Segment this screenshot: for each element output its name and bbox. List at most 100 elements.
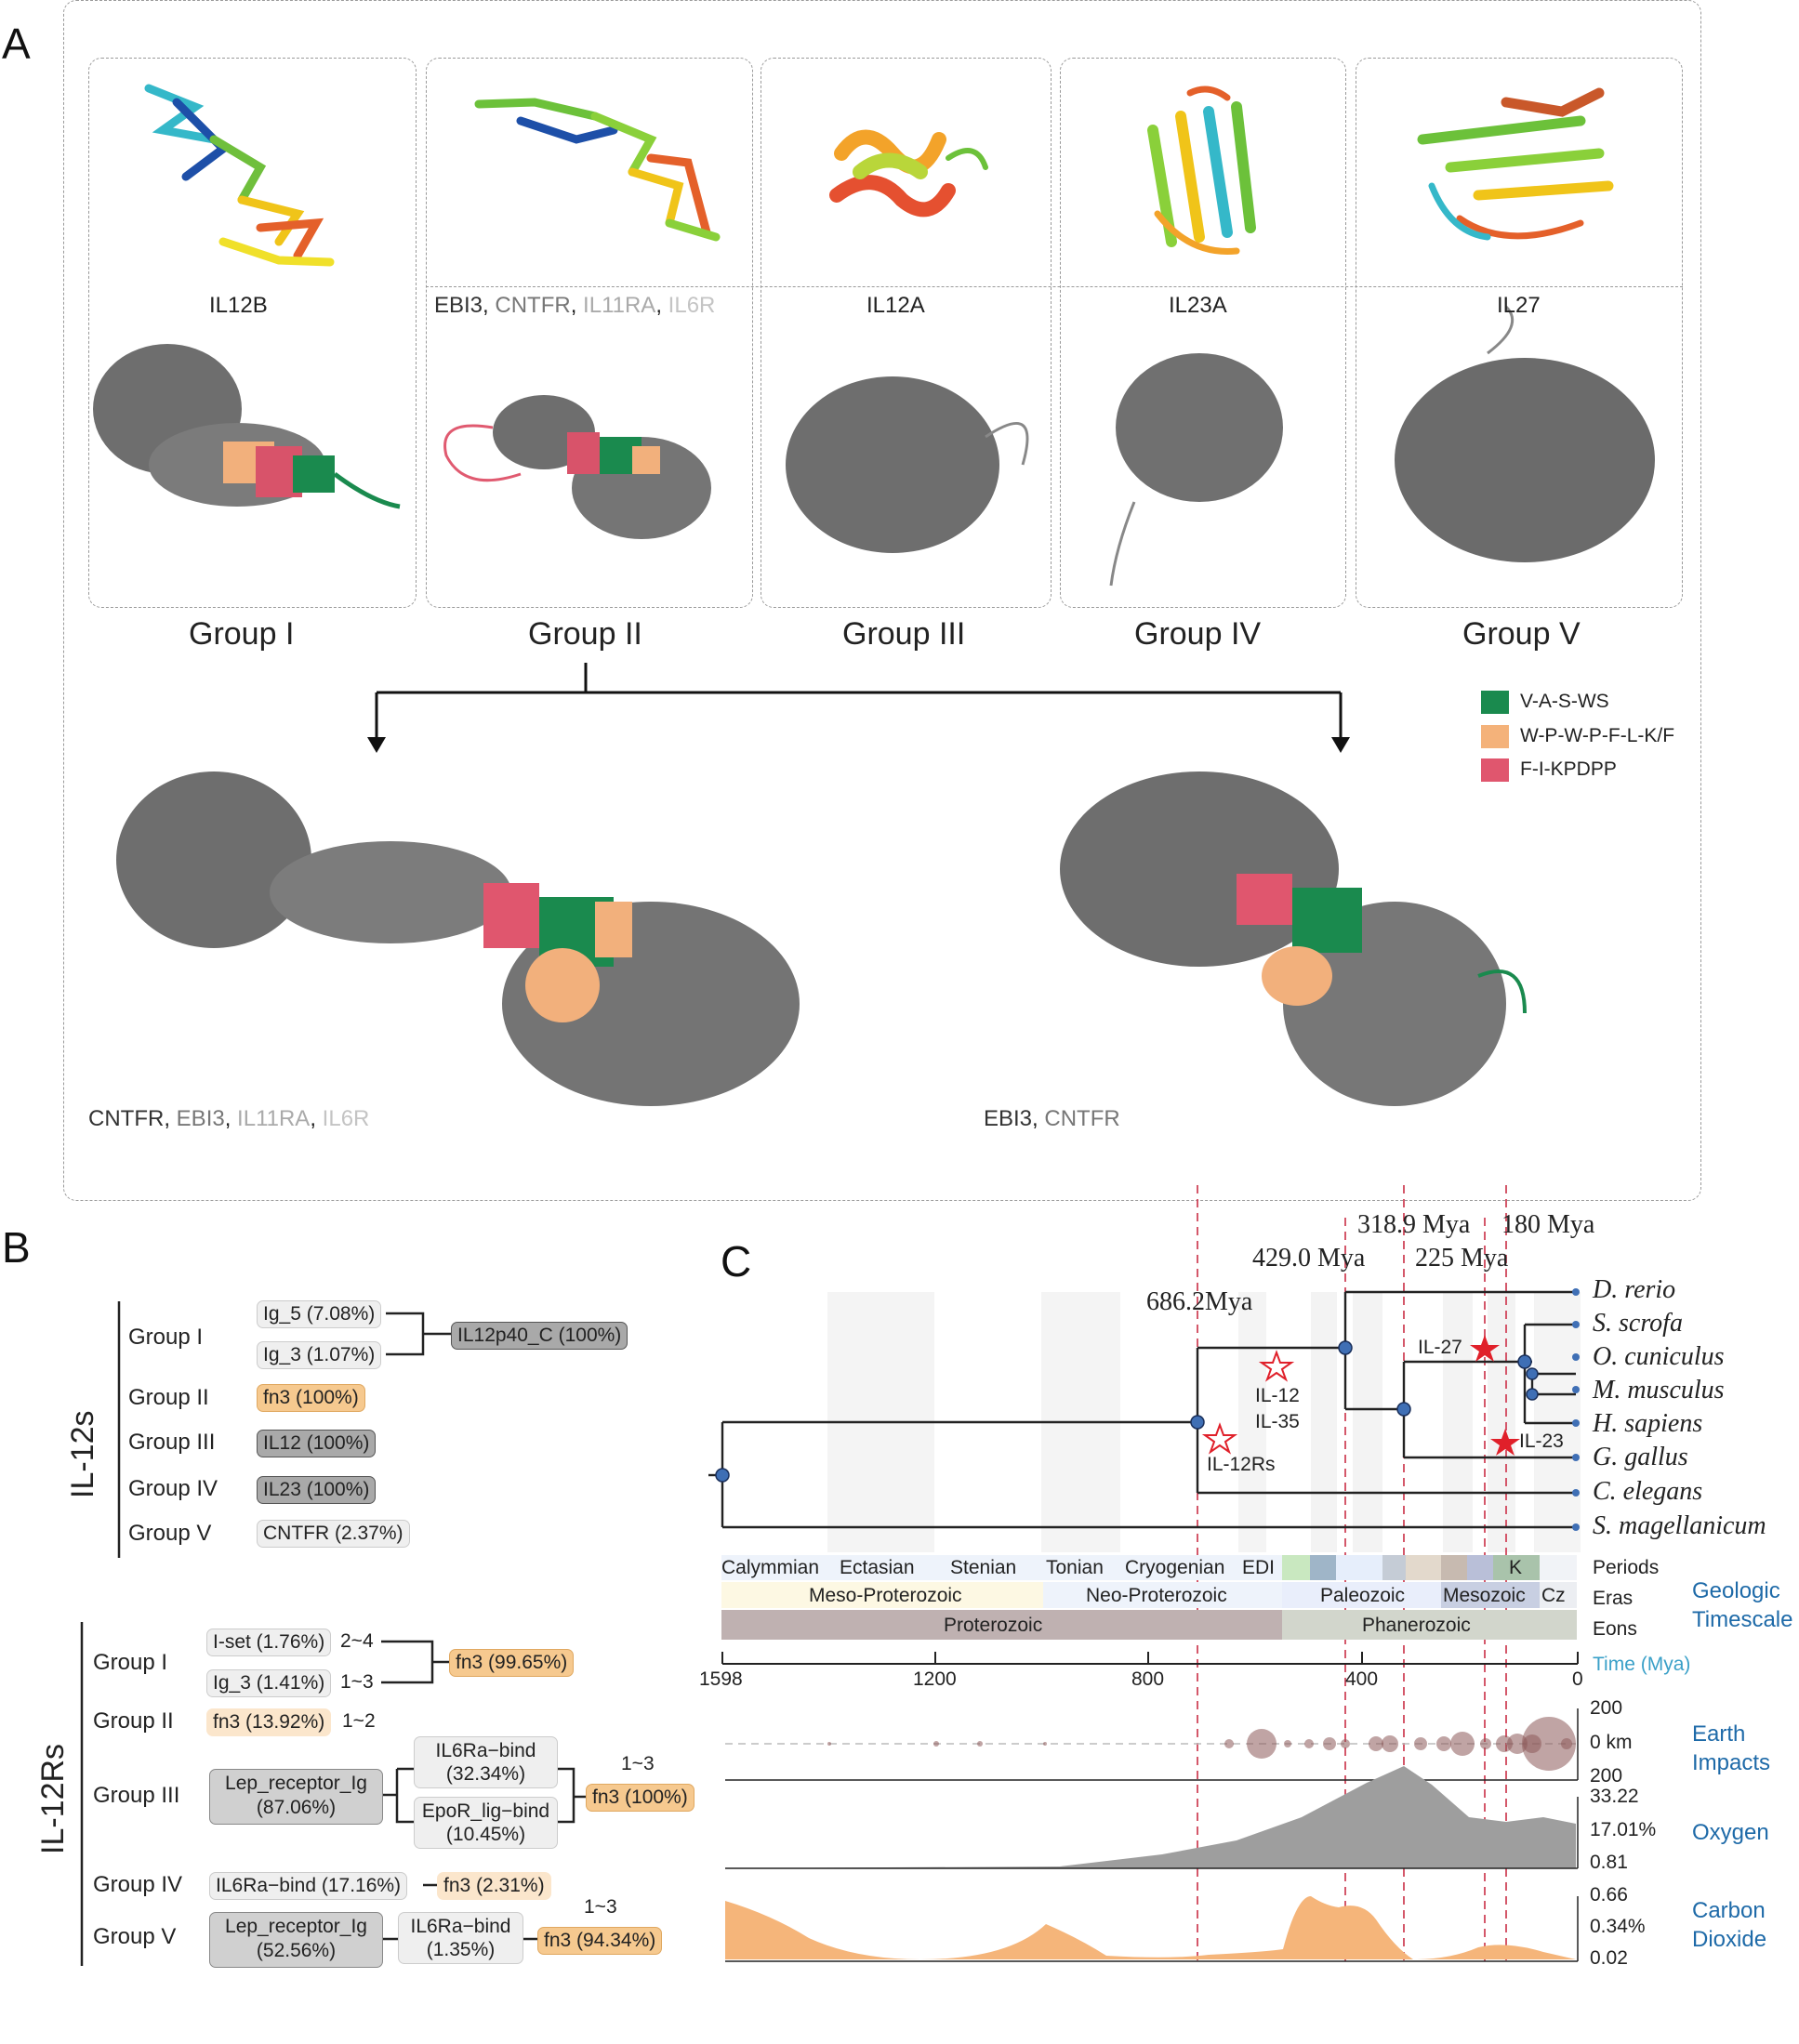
il23a-label: IL23A — [1169, 293, 1227, 318]
node-label-225: 225 Mya — [1415, 1244, 1509, 1273]
panel-b-letter: B — [2, 1223, 31, 1272]
panel-c-letter: C — [721, 1237, 752, 1286]
star-outline-icon — [1258, 1350, 1295, 1382]
il12rs-fn3-domain-g5: fn3 (94.34%) — [537, 1927, 663, 1955]
legend-swatch-orange — [1481, 725, 1509, 748]
period-bands — [827, 1292, 1581, 1552]
il12rs-iset-domain: I-set (1.76%) — [206, 1629, 332, 1656]
axis-tick-800: 800 — [1131, 1668, 1165, 1690]
group2-title: Group II — [528, 616, 642, 652]
il12rs-count-g5: 1~3 — [584, 1896, 617, 1918]
panel-a-letter: A — [2, 20, 31, 68]
axis-tick-1598: 1598 — [699, 1668, 743, 1690]
name-il11ra-left: IL11RA — [237, 1106, 311, 1131]
il12rs-group4-label: Group IV — [93, 1872, 183, 1897]
axis-tick-400: 400 — [1345, 1668, 1379, 1690]
star-filled-icon — [1470, 1335, 1500, 1362]
group3-ensemble — [786, 376, 1029, 553]
period-stenian: Stenian — [950, 1557, 1017, 1578]
il12rs-il6ra-bind-domain-g5: IL6Ra−bind (1.35%) — [398, 1912, 523, 1964]
il12s-group1-label: Group I — [128, 1325, 204, 1350]
impacts-label: Earth Impacts — [1692, 1721, 1771, 1775]
panel-a-frame — [63, 0, 1701, 1201]
eon-proterozoic: Proterozoic — [944, 1615, 1043, 1636]
group2-large-ensemble-left — [116, 771, 800, 1106]
group2-protein-labels: EBI3, CNTFR, IL11RA, IL6R — [434, 293, 716, 318]
group1-box — [88, 58, 417, 608]
name-ebi3-left: EBI3 — [176, 1106, 225, 1131]
group4-title: Group IV — [1134, 616, 1262, 652]
name-cntfr-left: CNTFR — [88, 1106, 165, 1131]
legend-label-pink: F-I-KPDPP — [1520, 758, 1617, 780]
species-g-gallus: G. gallus — [1593, 1443, 1688, 1471]
earth-impacts-track — [725, 1708, 1579, 1781]
il12s-group3-label: Group III — [128, 1430, 216, 1455]
bottom-right-protein-labels: EBI3, CNTFR — [984, 1106, 1120, 1131]
era-neo-proterozoic: Neo-Proterozoic — [1086, 1585, 1227, 1606]
il12a-label: IL12A — [866, 293, 925, 318]
il12s-ig3-domain: Ig_3 (1.07%) — [257, 1341, 382, 1369]
il12s-ig5-domain: Ig_5 (7.08%) — [257, 1300, 382, 1328]
event-il23: IL-23 — [1519, 1431, 1564, 1452]
group4-box — [1060, 58, 1346, 608]
il12rs-il6ra-bind-domain-g4: IL6Ra−bind (17.16%) — [209, 1872, 408, 1900]
impacts-tick-bottom: 200 — [1590, 1765, 1623, 1787]
star-icons — [1201, 1335, 1520, 1456]
oxygen-tick-top: 33.22 — [1590, 1786, 1639, 1807]
oxygen-tick-bottom: 0.81 — [1590, 1852, 1628, 1873]
row-label-eons: Eons — [1593, 1618, 1637, 1640]
il12b-label: IL12B — [209, 293, 268, 318]
geologic-timescale-label: Geologic Timescale — [1692, 1578, 1793, 1632]
il12b-ribbon — [144, 84, 335, 267]
il12rs-fn3-domain-g3: fn3 (100%) — [586, 1784, 694, 1812]
species-m-musculus: M. musculus — [1593, 1376, 1725, 1404]
name-ebi3-right: EBI3 — [984, 1106, 1033, 1131]
event-il12rs: IL-12Rs — [1207, 1454, 1276, 1475]
group4-ensemble — [1109, 353, 1283, 587]
oxygen-tick-mid: 17.01% — [1590, 1819, 1657, 1840]
node-label-318: 318.9 Mya — [1357, 1210, 1471, 1239]
species-c-elegans: C. elegans — [1593, 1477, 1703, 1506]
il12s-il23-domain: IL23 (100%) — [257, 1476, 377, 1504]
axis-tick-1200: 1200 — [913, 1668, 957, 1690]
species-s-scrofa: S. scrofa — [1593, 1309, 1683, 1338]
il12rs-iset-count: 2~4 — [340, 1630, 374, 1652]
era-cz: Cz — [1541, 1585, 1566, 1606]
il12rs-il6ra-bind-domain-g3: IL6Ra−bind (32.34%) — [414, 1736, 558, 1788]
co2-tick-bottom: 0.02 — [1590, 1947, 1628, 1969]
il27-ribbon — [1417, 87, 1614, 241]
period-tonian: Tonian — [1046, 1557, 1104, 1578]
group3-box — [761, 58, 1052, 608]
species-s-magellanicum: S. magellanicum — [1593, 1511, 1766, 1540]
il12rs-fn3-domain-g4: fn3 (2.31%) — [437, 1872, 551, 1900]
species-o-cuniculus: O. cuniculus — [1593, 1342, 1725, 1371]
group3-title: Group III — [842, 616, 966, 652]
node-label-429: 429.0 Mya — [1252, 1244, 1366, 1273]
il12s-group5-label: Group V — [128, 1521, 212, 1546]
name-ebi3: EBI3 — [434, 293, 483, 318]
group5-ensemble — [1395, 305, 1655, 562]
co2-tick-top: 0.66 — [1590, 1884, 1628, 1906]
bottom-left-protein-labels: CNTFR, EBI3, IL11RA, IL6R — [88, 1106, 370, 1131]
il12s-group4-label: Group IV — [128, 1476, 218, 1501]
il12rs-fn3-domain-g1: fn3 (99.65%) — [449, 1649, 575, 1677]
event-il27: IL-27 — [1418, 1337, 1462, 1358]
geologic-timescale-bars — [721, 1555, 1577, 1640]
group1-ensemble — [93, 344, 401, 509]
star-outline-icon — [1201, 1422, 1238, 1455]
protein-structures — [93, 84, 1655, 1106]
group2-large-ensemble-right — [1060, 771, 1527, 1106]
oxygen-track — [725, 1766, 1579, 1869]
period-edi: EDI — [1242, 1557, 1276, 1578]
group2-ribbon — [474, 98, 721, 242]
star-filled-icon — [1490, 1429, 1520, 1456]
row-label-eras: Eras — [1593, 1588, 1634, 1609]
il12s-il12p40c-domain: IL12p40_C (100%) — [451, 1322, 628, 1350]
co2-label: Carbon Dioxide — [1692, 1898, 1767, 1952]
axis-tick-0: 0 — [1572, 1668, 1583, 1690]
era-mesozoic: Mesozoic — [1443, 1585, 1526, 1606]
event-il12: IL-12 — [1255, 1385, 1300, 1406]
name-il6r-left: IL6R — [322, 1106, 370, 1131]
period-calymmian: Calymmian — [721, 1557, 820, 1578]
il12rs-ig3-count: 1~3 — [340, 1671, 374, 1693]
